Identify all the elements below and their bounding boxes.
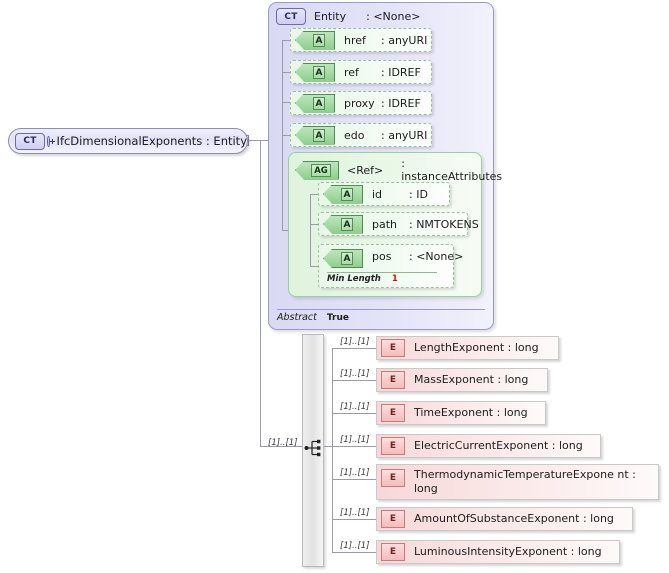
abstract-property-row: Abstract True: [277, 309, 485, 323]
abstract-value: True: [326, 313, 349, 323]
connector-line: [282, 40, 290, 41]
attribute-type: : NMTOKENS: [409, 217, 479, 231]
connector-line: [332, 413, 376, 414]
connector-line: [248, 140, 260, 141]
attribute-node-ref[interactable]: A ref : IDREF: [290, 60, 432, 84]
element-cardinality-label: [1]..[1]: [340, 337, 370, 347]
connector-line: [282, 72, 290, 73]
element-label: ElectricCurrentExponent : long: [414, 439, 583, 452]
connector-line: [324, 446, 332, 447]
element-node-massexponent[interactable]: E MassExponent : long: [376, 368, 548, 392]
attribute-name: edo: [344, 128, 365, 142]
attribute-type: : ID: [409, 187, 428, 201]
attribute-badge: A: [323, 249, 363, 268]
connector-line: [332, 479, 376, 480]
element-badge: E: [381, 339, 405, 357]
element-cardinality-label: [1]..[1]: [340, 508, 370, 518]
attribute-name: id: [372, 187, 383, 201]
attribute-node-path[interactable]: A path : NMTOKENS: [318, 212, 479, 236]
connector-line: [332, 348, 333, 553]
attribute-type: : IDREF: [381, 96, 421, 110]
entity-name: Entity: [314, 10, 347, 23]
attribute-badge: A: [295, 93, 335, 113]
attribute-name: ref: [344, 65, 359, 79]
connector-line: [260, 140, 269, 141]
element-badge: E: [381, 404, 405, 422]
element-node-timeexponent[interactable]: E TimeExponent : long: [376, 401, 546, 425]
attribute-type: : anyURI: [381, 33, 428, 47]
connector-line: [260, 446, 302, 447]
connector-line: [282, 135, 290, 136]
attribute-name: path: [372, 217, 398, 231]
element-badge: E: [381, 510, 405, 528]
attribute-badge: A: [295, 62, 335, 82]
connector-line: [310, 194, 311, 266]
element-cardinality-label: [1]..[1]: [340, 435, 370, 445]
connector-line: [260, 140, 261, 446]
attribute-name: pos: [372, 250, 392, 263]
attribute-group-type: : instanceAttributes: [401, 157, 503, 183]
attribute-badge: A: [323, 214, 363, 234]
complex-type-badge: CT: [276, 8, 306, 25]
attribute-name: proxy: [344, 96, 375, 110]
element-node-lengthexponent[interactable]: E LengthExponent : long: [376, 336, 559, 360]
attribute-type: : anyURI: [381, 128, 428, 142]
attribute-node-id[interactable]: A id : ID: [318, 182, 450, 206]
element-badge: E: [381, 469, 405, 487]
root-node-ifcdimensionalexponents[interactable]: CT IfcDimensionalExponents : Entity: [8, 128, 248, 154]
element-cardinality-label: [1]..[1]: [340, 468, 370, 478]
connector-line: [332, 519, 376, 520]
connector-line: [332, 380, 376, 381]
connector-line: [310, 194, 318, 195]
attribute-badge: A: [323, 184, 363, 204]
element-cardinality-label: [1]..[1]: [340, 369, 370, 379]
attribute-node-href[interactable]: A href : anyURI: [290, 28, 432, 52]
element-cardinality-label: [1]..[1]: [340, 541, 370, 551]
facet-min-length: Min Length 1: [327, 272, 437, 284]
abstract-label: Abstract: [277, 312, 317, 323]
attribute-type: : <None>: [409, 250, 464, 263]
attribute-node-pos[interactable]: A pos : <None> Min Length 1: [318, 244, 463, 288]
element-badge: E: [381, 543, 405, 561]
facet-label: Min Length: [327, 274, 381, 284]
element-label: LengthExponent : long: [414, 341, 539, 354]
element-label: ThermodynamicTemperatureExpone nt : long: [414, 468, 636, 495]
element-cardinality-label: [1]..[1]: [340, 402, 370, 412]
element-label: MassExponent : long: [414, 373, 529, 386]
element-node-electriccurrentexponent[interactable]: E ElectricCurrentExponent : long: [376, 434, 601, 458]
connector-line: [332, 552, 376, 553]
sequence-cardinality-label: [1]..[1]: [268, 438, 298, 448]
connector-line: [332, 348, 376, 349]
plus-circle-icon[interactable]: [47, 135, 54, 147]
facet-value: 1: [391, 274, 398, 284]
attribute-badge: A: [295, 125, 335, 145]
complex-type-badge: CT: [15, 132, 45, 150]
element-label: AmountOfSubstanceExponent : long: [414, 512, 614, 525]
attribute-group-name: <Ref>: [347, 163, 384, 177]
root-node-label: IfcDimensionalExponents : Entity: [56, 134, 247, 148]
element-label: TimeExponent : long: [414, 406, 528, 419]
attribute-badge: A: [295, 30, 335, 50]
element-node-thermodynamictemperatureexponent[interactable]: E ThermodynamicTemperatureExpone nt : lo…: [376, 464, 659, 500]
element-badge: E: [381, 371, 405, 389]
element-node-amountofsubstanceexponent[interactable]: E AmountOfSubstanceExponent : long: [376, 507, 633, 531]
connector-line: [282, 102, 290, 103]
entity-type: : <None>: [366, 10, 421, 23]
attribute-node-edo[interactable]: A edo : anyURI: [290, 123, 432, 147]
connector-line: [310, 224, 318, 225]
connector-line: [310, 266, 318, 267]
attribute-type: : IDREF: [381, 65, 421, 79]
entity-header: CT Entity : <None>: [276, 8, 420, 25]
sequence-compositor-panel: [302, 334, 324, 567]
connector-line: [282, 230, 290, 231]
sequence-compositor-icon[interactable]: [304, 438, 324, 458]
attribute-group-badge: AG: [295, 160, 339, 180]
element-node-luminousintensityexponent[interactable]: E LuminousIntensityExponent : long: [376, 540, 620, 564]
attribute-group-header: AG <Ref> : instanceAttributes: [295, 157, 502, 183]
attribute-name: href: [344, 33, 366, 47]
attribute-node-proxy[interactable]: A proxy : IDREF: [290, 91, 432, 115]
element-label: LuminousIntensityExponent : long: [414, 545, 602, 558]
connector-line: [332, 446, 376, 447]
element-badge: E: [381, 437, 405, 455]
